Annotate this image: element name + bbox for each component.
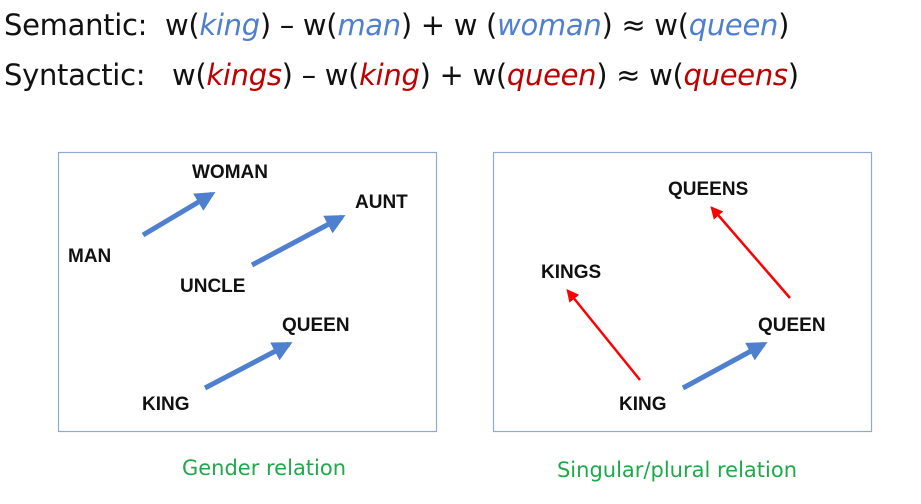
paren-close: ): [259, 8, 271, 42]
syntactic-equation: Syntactic: w(kings) – w(king) + w(queen)…: [4, 58, 799, 92]
arrow-king-queen-plural: [681, 341, 768, 391]
label-uncle: UNCLE: [180, 276, 245, 297]
paren-close: ): [400, 8, 412, 42]
paren-close: ): [281, 58, 293, 92]
label-kings: KINGS: [541, 262, 601, 283]
term-man: man: [337, 8, 401, 42]
label-queen-plural: QUEEN: [758, 315, 826, 336]
label-king-plural: KING: [619, 394, 667, 415]
label-aunt: AUNT: [355, 192, 408, 213]
label-man: MAN: [68, 246, 111, 267]
minus: –: [270, 8, 303, 42]
plus: +: [430, 58, 473, 92]
term-queen: queen: [506, 58, 597, 92]
approx: ≈: [612, 8, 655, 42]
arrow-uncle-aunt: [250, 214, 346, 268]
syntactic-label: Syntactic:: [4, 58, 146, 92]
gender-caption: Gender relation: [181, 456, 347, 480]
term-king: king: [359, 58, 420, 92]
w-open: w (: [453, 8, 498, 42]
arrow-king-queen: [203, 341, 293, 391]
term-kings: kings: [206, 58, 282, 92]
plus: +: [411, 8, 454, 42]
arrow-queen-queens: [710, 206, 791, 299]
w-open: w(: [649, 58, 684, 92]
approx: ≈: [607, 58, 650, 92]
minus: –: [292, 58, 325, 92]
term-woman: woman: [497, 8, 602, 42]
arrow-man-woman: [141, 191, 216, 238]
label-king: KING: [142, 394, 190, 415]
term-queens: queens: [683, 58, 788, 92]
w-open: w(: [302, 8, 338, 42]
paren-close: ): [419, 58, 431, 92]
w-open: w(: [164, 8, 200, 42]
term-queen: queen: [688, 8, 779, 42]
w-open: w(: [472, 58, 507, 92]
semantic-label: Semantic:: [4, 8, 148, 42]
label-queens: QUEENS: [668, 179, 748, 200]
paren-close: ): [778, 8, 790, 42]
plural-box: [492, 151, 873, 433]
arrow-king-kings: [566, 289, 641, 381]
w-open: w(: [171, 58, 207, 92]
semantic-equation: Semantic: w(king) – w(man) + w (woman) ≈…: [4, 8, 789, 42]
term-king: king: [199, 8, 260, 42]
paren-close: ): [596, 58, 608, 92]
paren-close: ): [787, 58, 799, 92]
w-open: w(: [654, 8, 689, 42]
paren-close: ): [601, 8, 613, 42]
label-woman: WOMAN: [192, 162, 268, 183]
label-queen: QUEEN: [282, 315, 350, 336]
plural-caption: Singular/plural relation: [556, 458, 798, 482]
w-open: w(: [324, 58, 360, 92]
gender-box: [57, 151, 438, 433]
